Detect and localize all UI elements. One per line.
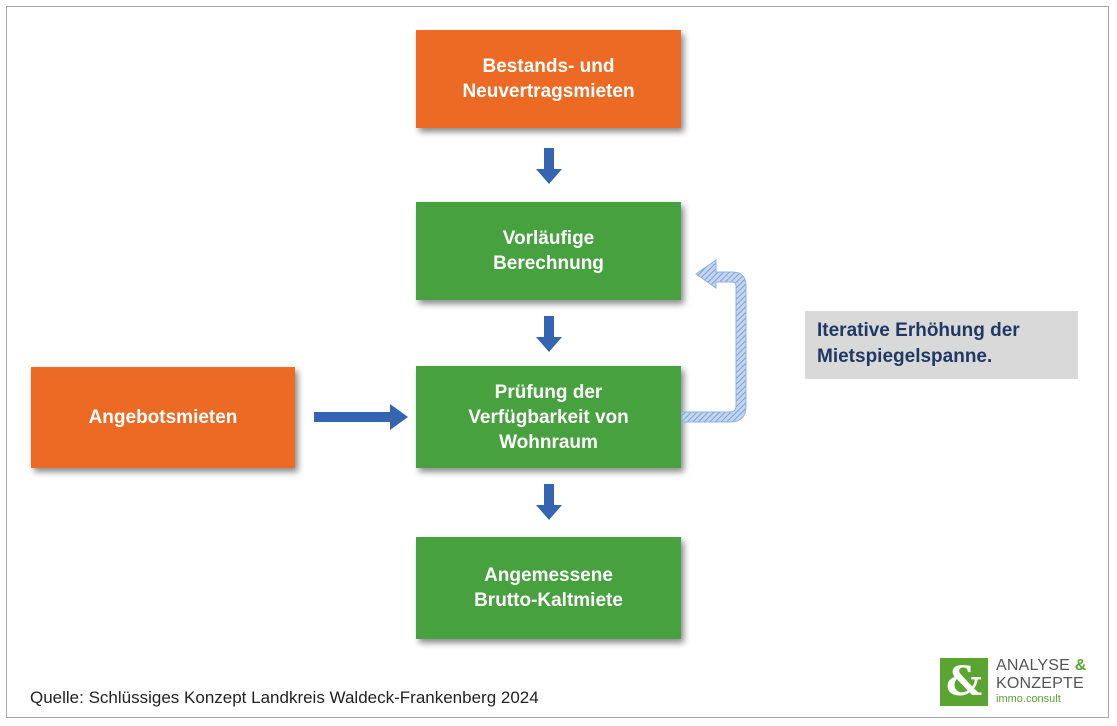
box-label-line: Angemessene <box>484 565 613 586</box>
arrow-down-3 <box>536 484 562 520</box>
arrow-right-angebot <box>314 404 408 430</box>
box-label-line: Prüfung der <box>494 381 603 403</box>
box-angebotsmieten: Angebotsmieten <box>31 367 295 468</box>
box-label-line: Vorläufige <box>502 228 595 249</box>
box-vorlaeufige-berechnung: Vorläufige Berechnung <box>416 202 681 300</box>
logo-line-analyse: ANALYSE & <box>996 657 1086 675</box>
logo-word-analyse: ANALYSE <box>996 657 1071 674</box>
analyse-konzepte-logo: & ANALYSE & KONZEPTE immo.consult <box>940 655 1110 711</box>
box-label-line: Berechnung <box>493 253 604 274</box>
note-line: Iterative Erhöhung der <box>817 320 1020 341</box>
box-bestands-neuvertragsmieten: Bestands- und Neuvertragsmieten <box>416 30 681 128</box>
note-iterative-erhoehung: Iterative Erhöhung der Mietspiegelspanne… <box>805 311 1078 379</box>
box-label-line: Neuvertragsmieten <box>462 81 635 102</box>
logo-line-immo-consult: immo.consult <box>996 693 1061 705</box>
arrow-down-2 <box>536 316 562 352</box>
box-label-line: Angebotsmieten <box>88 407 238 428</box>
box-angemessene-brutto-kaltmiete: Angemessene Brutto-Kaltmiete <box>416 537 681 639</box>
arrow-down-1 <box>536 148 562 184</box>
loop-arrow-iteration <box>681 259 747 423</box>
logo-ampersand: & <box>1074 657 1087 674</box>
source-caption: Quelle: Schlüssiges Konzept Landkreis Wa… <box>30 688 539 707</box>
box-label-line: Brutto-Kaltmiete <box>474 590 623 611</box>
box-label-line: Bestands- und <box>482 56 615 77</box>
ampersand-logo-icon: & <box>940 658 988 706</box>
logo-line-konzepte: KONZEPTE <box>996 675 1084 692</box>
note-line: Mietspiegelspanne. <box>817 346 993 367</box>
box-pruefung-verfuegbarkeit: Prüfung der Verfügbarkeit von Wohnraum <box>416 366 681 468</box>
box-label-line: Verfügbarkeit von <box>468 406 629 428</box>
box-label-line: Wohnraum <box>499 431 598 453</box>
